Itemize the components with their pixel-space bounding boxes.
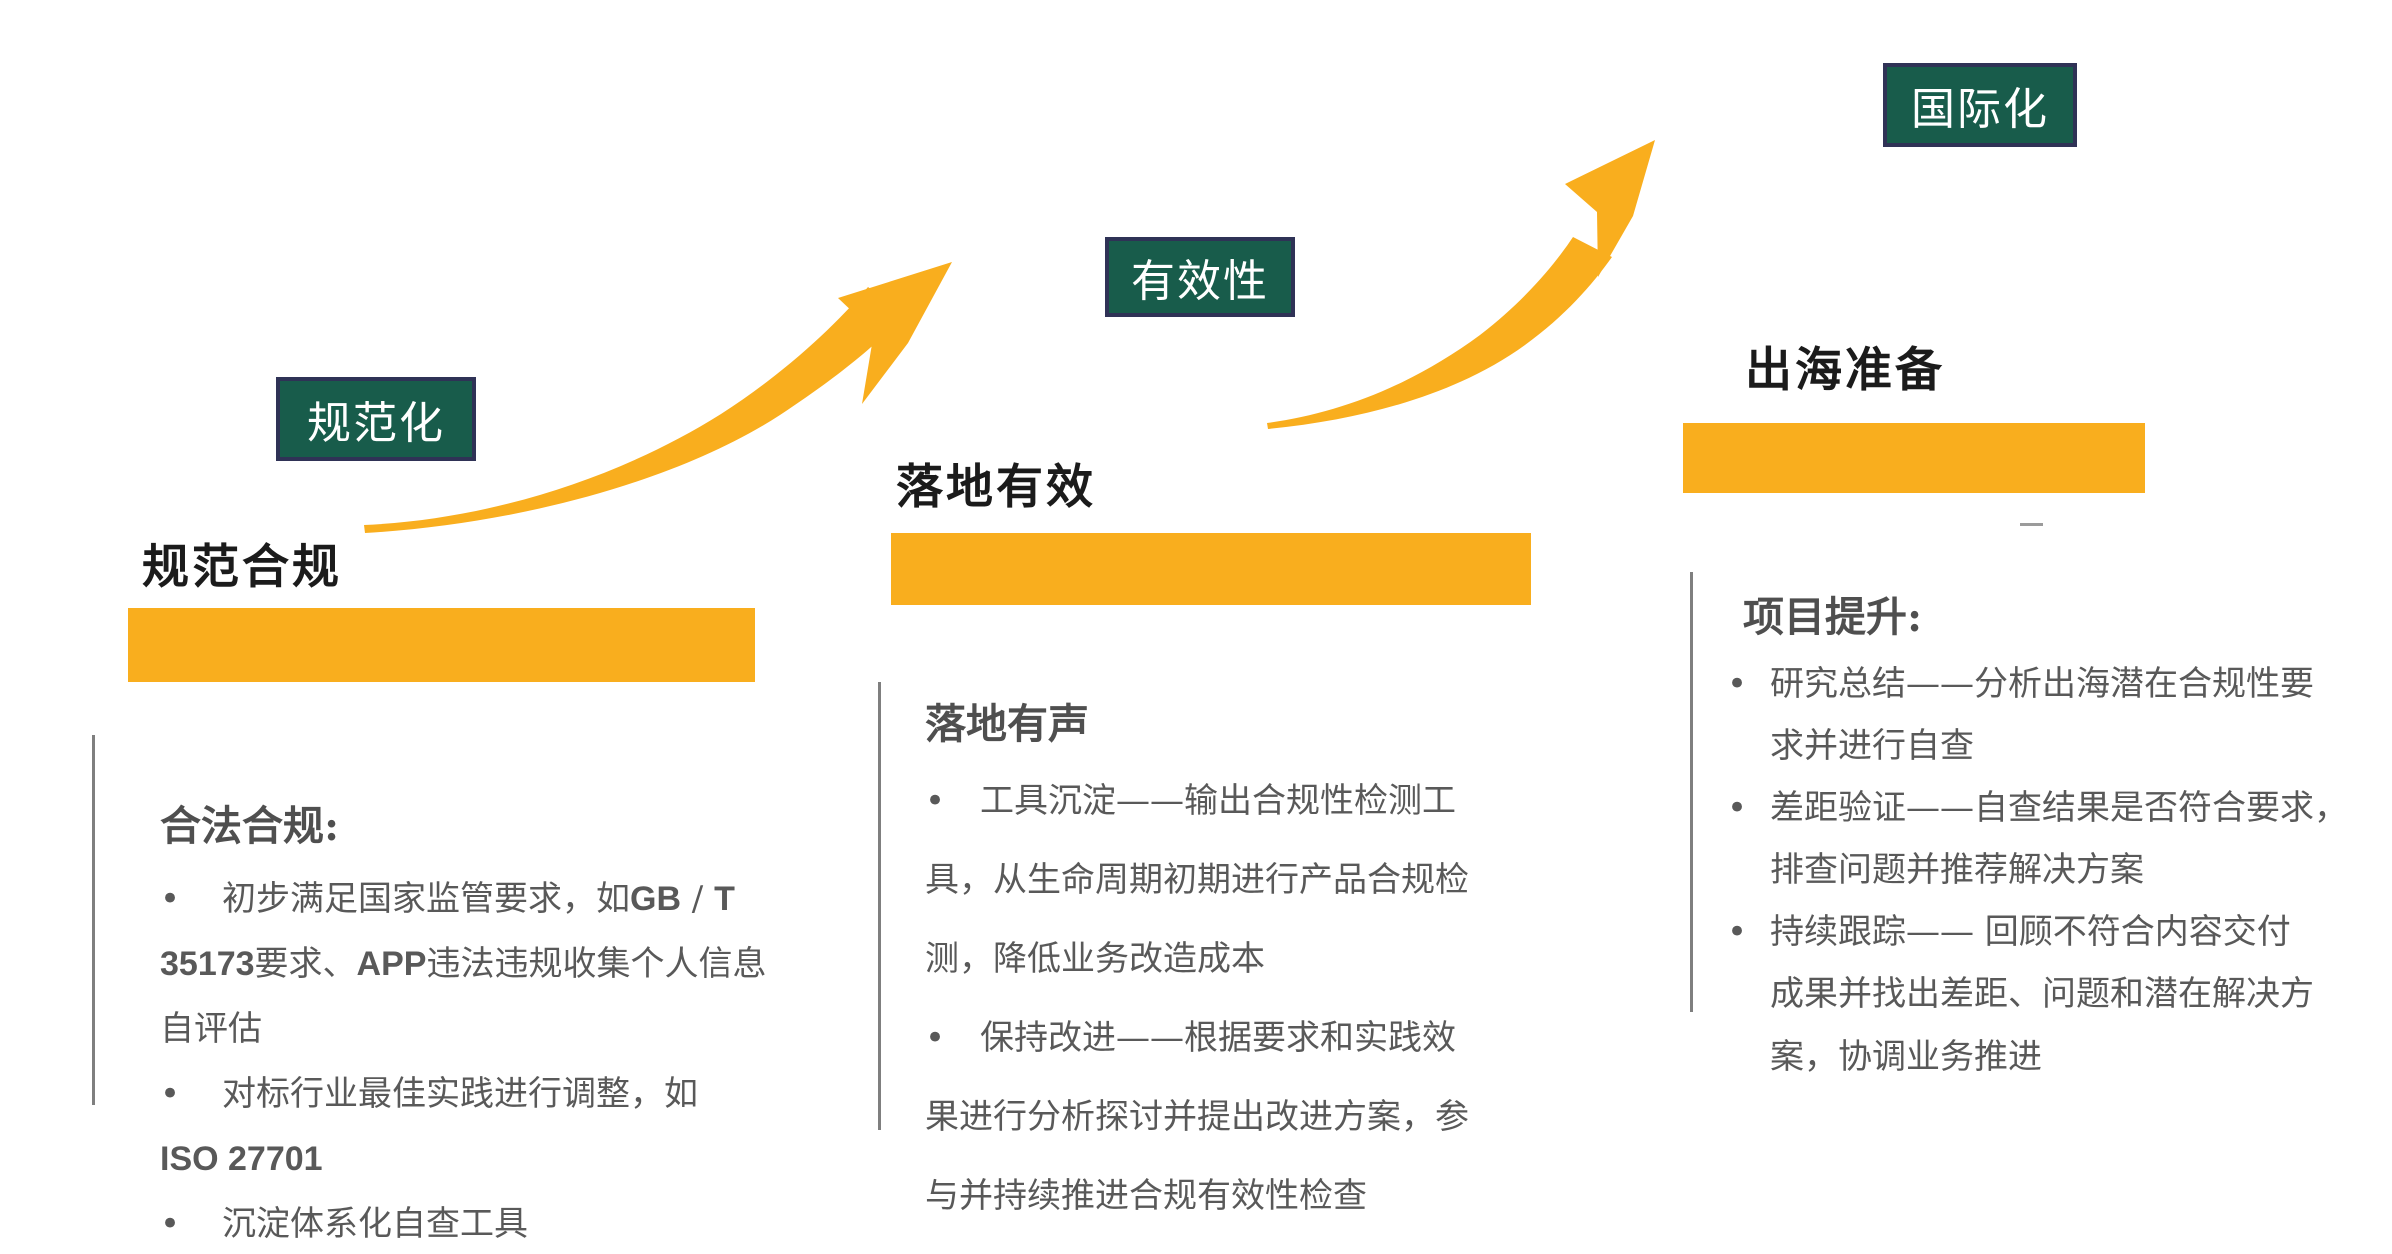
bullet-dot: • <box>925 781 946 821</box>
text-segment: / <box>681 879 715 919</box>
bullet-line: 果进行分析探讨并提出改进方案，参 <box>925 1098 1565 1137</box>
stage3-bullet-lines: • 研究总结——分析出海潜在合规性要求并进行自查 • 差距验证——自查结果是否符合要求… <box>1727 664 2387 1077</box>
bullet-dot: • <box>1727 788 1748 829</box>
bullet-line: 排查问题并推荐解决方案 <box>1727 851 2387 890</box>
stray-dash <box>2020 523 2043 526</box>
stage2-list: 落地有声 • 工具沉淀——输出合规性检测工具，从生命周期初期进行产品合规检测，降低… <box>925 690 1565 1254</box>
bullet-dot: • <box>160 1074 181 1115</box>
stage2-divider-line <box>878 682 881 1130</box>
text-segment: 案，协调业务推进 <box>1770 1036 2042 1077</box>
text-segment: 排查问题并推荐解决方案 <box>1770 850 2144 891</box>
text-segment: 自评估 <box>160 1009 262 1050</box>
text-segment: 沉淀体系化自查工具 <box>222 1204 528 1245</box>
bullet-dot: • <box>1727 912 1748 953</box>
text-segment: 成果并找出差距、问题和潜在解决方 <box>1770 974 2314 1015</box>
bullet-dot: • <box>925 1018 946 1059</box>
text-segment: 初步满足国家监管要求，如 <box>222 879 630 919</box>
text-segment: 差距验证——自查结果是否符合要求， <box>1770 788 2348 829</box>
bullet-line: • 初步满足国家监管要求，如GB / T <box>160 879 800 919</box>
bullet-line: 35173要求、APP违法违规收集个人信息 <box>160 945 800 984</box>
stage2-badge: 有效性 <box>1105 237 1295 317</box>
stage2-title: 落地有效 <box>896 460 1096 515</box>
text-segment: 与并持续推进合规有效性检查 <box>925 1176 1367 1217</box>
text-segment: T <box>714 880 735 918</box>
text-segment: 测，降低业务改造成本 <box>925 939 1265 980</box>
text-segment: 对标行业最佳实践进行调整，如 <box>222 1074 698 1115</box>
stage2-list-title: 落地有声 <box>925 700 1089 748</box>
stage2-orange-bar <box>891 533 1531 605</box>
bullet-dot: • <box>160 879 181 919</box>
bullet-line: 自评估 <box>160 1010 800 1049</box>
stage1-title: 规范合规 <box>142 540 342 595</box>
stage1-badge: 规范化 <box>276 377 476 461</box>
stage3-divider-line <box>1690 572 1693 1012</box>
text-segment: 违法违规收集个人信息 <box>426 944 767 985</box>
text-segment: 要求、 <box>254 944 357 985</box>
text-segment: APP <box>356 945 427 984</box>
bullet-dot: • <box>160 1204 181 1245</box>
stage3-list: 项目提升: • 研究总结——分析出海潜在合规性要求并进行自查 • 差距验证——自查结果… <box>1727 583 2387 1100</box>
text-segment: 工具沉淀——输出合规性检测工 <box>980 781 1456 821</box>
text-segment: 具，从生命周期初期进行产品合规检 <box>925 860 1469 901</box>
growth-arrow-2-icon <box>1267 140 1655 429</box>
text-segment: 保持改进——根据要求和实践效 <box>980 1018 1456 1059</box>
bullet-line: • 保持改进——根据要求和实践效 <box>925 1019 1565 1058</box>
text-segment: 35173 <box>160 945 255 984</box>
stage3-badge: 国际化 <box>1883 63 2077 147</box>
bullet-line: 案，协调业务推进 <box>1727 1036 2387 1077</box>
bullet-line: • 差距验证——自查结果是否符合要求， <box>1727 789 2387 828</box>
bullet-line: 测，降低业务改造成本 <box>925 940 1565 979</box>
stage1-divider-line <box>92 735 95 1105</box>
bullet-line: • 工具沉淀——输出合规性检测工 <box>925 781 1565 821</box>
text-segment: ISO 27701 <box>160 1140 323 1179</box>
bullet-line: 成果并找出差距、问题和潜在解决方 <box>1727 975 2387 1014</box>
stage3-list-title: 项目提升: <box>1743 593 1923 641</box>
bullet-line: • 持续跟踪—— 回顾不符合内容交付 <box>1727 913 2387 952</box>
bullet-line: ISO 27701 <box>160 1140 800 1179</box>
text-segment: 持续跟踪—— 回顾不符合内容交付 <box>1770 912 2291 953</box>
bullet-line: 求并进行自查 <box>1727 727 2387 766</box>
stage3-title: 出海准备 <box>1745 343 1945 398</box>
stage1-badge-label: 规范化 <box>307 398 445 449</box>
bullet-line: 具，从生命周期初期进行产品合规检 <box>925 861 1565 900</box>
stage2-bullet-lines: • 工具沉淀——输出合规性检测工具，从生命周期初期进行产品合规检测，降低业务改造成… <box>925 781 1565 1217</box>
text-segment: GB <box>630 880 681 918</box>
bullet-line: • 研究总结——分析出海潜在合规性要 <box>1727 664 2387 704</box>
stage3-badge-label: 国际化 <box>1911 84 2049 135</box>
stage1-list: 合法合规: • 初步满足国家监管要求，如GB / T 35173要求、APP违法违规… <box>160 792 800 1254</box>
stage3-orange-bar <box>1683 423 2145 493</box>
bullet-dot: • <box>1727 664 1748 704</box>
text-segment: 求并进行自查 <box>1770 726 1974 767</box>
stage1-orange-bar <box>128 608 755 682</box>
bullet-line: • 对标行业最佳实践进行调整，如 <box>160 1075 800 1114</box>
bullet-line: 与并持续推进合规有效性检查 <box>925 1177 1565 1216</box>
bullet-line: • 沉淀体系化自查工具 <box>160 1205 800 1244</box>
stage1-list-title: 合法合规: <box>160 802 340 850</box>
stage2-badge-label: 有效性 <box>1131 256 1269 307</box>
stage1-bullet-lines: • 初步满足国家监管要求，如GB / T 35173要求、APP违法违规收集个人信息… <box>160 879 800 1245</box>
text-segment: 研究总结——分析出海潜在合规性要 <box>1770 664 2314 704</box>
text-segment: 果进行分析探讨并提出改进方案，参 <box>925 1097 1469 1138</box>
